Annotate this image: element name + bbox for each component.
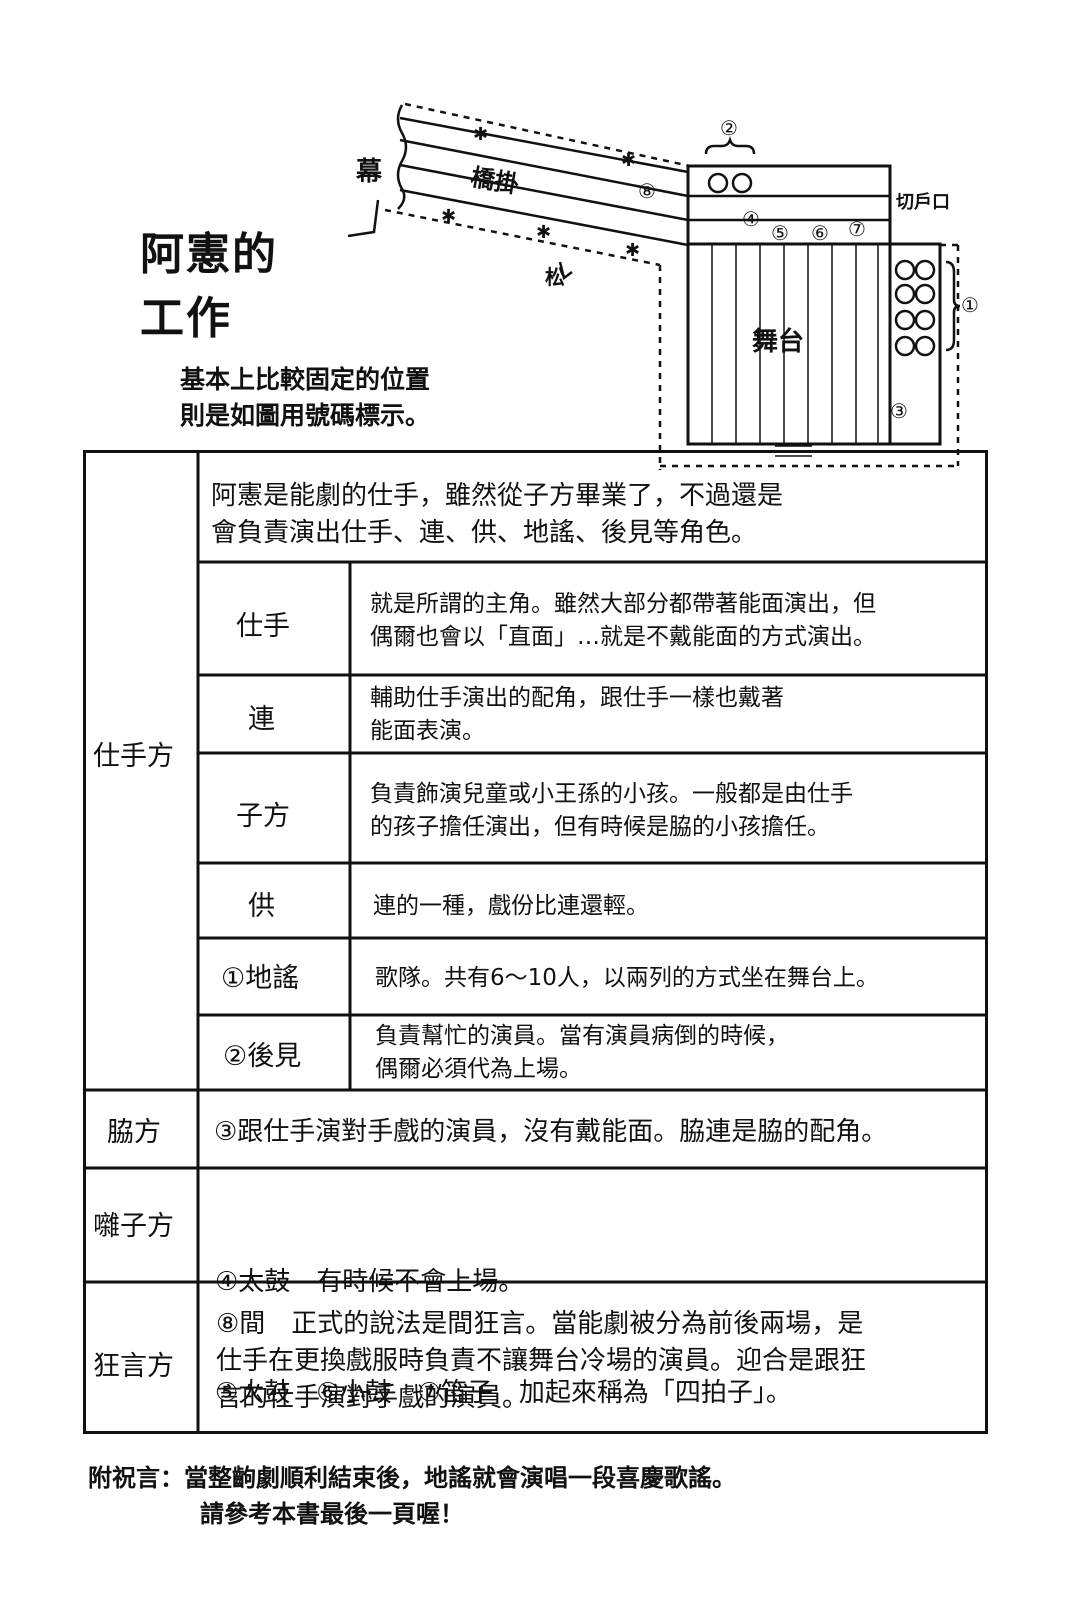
- desc-line: 輔助仕手演出的配角，跟仕手一樣也戴著: [370, 685, 784, 711]
- table-grid: [83, 450, 988, 1434]
- desc-line: 偶爾也會以「直面」…就是不戴能面的方式演出。: [370, 624, 876, 650]
- role-tsure: 連: [248, 704, 275, 735]
- role-tomo: 供: [248, 891, 275, 922]
- desc-line: ⑤大鼓 ⑥小鼓 ⑦笛子 加起來稱為「四拍子」。: [215, 1378, 792, 1408]
- pine-arrow: [558, 261, 573, 281]
- desc-kokata: 負責飾演兒童或小王孫的小孩。一般都是由仕手 的孩子擔任演出，但有時候是脇的小孩擔…: [370, 778, 853, 844]
- intro-text: 阿憲是能劇的仕手，雖然從子方畢業了，不過還是 會負責演出仕手、連、供、地謠、後見…: [211, 478, 783, 552]
- svg-text:✱: ✱: [621, 150, 636, 171]
- desc-kyogen: ⑧間 正式的說法是間狂言。當能劇被分為前後兩場，是 仕手在更換戲服時負責不讓舞台…: [216, 1306, 866, 1417]
- desc-koken: 負責幫忙的演員。當有演員病倒的時候， 偶爾必須代為上場。: [375, 1020, 789, 1086]
- chorus-members: [894, 259, 936, 357]
- desc-line: ④太鼓 有時候不會上場。: [215, 1267, 525, 1297]
- bridge-rail-1: [399, 116, 689, 174]
- stage-label: 舞台: [752, 326, 804, 357]
- door-label: 切戶口: [896, 191, 950, 213]
- footer-note-line1: 附祝言：當整齣劇順利結束後，地謠就會演唱一段喜慶歌謠。: [88, 1464, 736, 1492]
- subtitle-line2: 則是如圖用號碼標示。: [180, 401, 431, 430]
- curtain-line: [396, 104, 408, 210]
- category-hayashi: 囃子方: [93, 1211, 174, 1242]
- intro-line-2: 會負責演出仕手、連、供、地謠、後見等角色。: [211, 518, 758, 548]
- svg-text:✱: ✱: [441, 206, 456, 227]
- marker-1: ①: [961, 293, 979, 317]
- desc-line: 言的仕手演對手戲的演員。: [216, 1383, 529, 1413]
- desc-shite: 就是所謂的主角。雖然大部分都帶著能面演出，但 偶爾也會以「直面」…就是不戴能面的…: [370, 588, 876, 654]
- koken-brace: [704, 136, 756, 155]
- bridge-rail-2: [399, 138, 689, 198]
- role-kokata: 子方: [236, 801, 290, 832]
- desc-jiutai: 歌隊。共有6～10人，以兩列的方式坐在舞台上。: [375, 962, 879, 995]
- chorus-brace: [945, 260, 961, 352]
- desc-line: ⑧間 正式的說法是間狂言。當能劇被分為前後兩場，是: [216, 1309, 864, 1339]
- desc-line: 能面表演。: [370, 718, 485, 744]
- role-shite: 仕手: [236, 611, 290, 642]
- intro-line-1: 阿憲是能劇的仕手，雖然從子方畢業了，不過還是: [211, 481, 784, 511]
- bridge-rail-4: [399, 188, 689, 247]
- desc-hayashi: ④太鼓 有時候不會上場。 ⑤大鼓 ⑥小鼓 ⑦笛子 加起來稱為「四拍子」。: [215, 1190, 792, 1486]
- desc-line: 偶爾必須代為上場。: [375, 1056, 582, 1082]
- marker-4: ④: [742, 207, 760, 231]
- marker-2: ②: [720, 116, 738, 140]
- bridge-dash-top: [404, 102, 691, 168]
- role-jiutai: ①地謠: [221, 963, 300, 994]
- footer-note-line2: 請參考本書最後一頁喔！: [200, 1500, 464, 1528]
- desc-line: ③跟仕手演對手戲的演員，沒有戴能面。脇連是脇的配角。: [214, 1117, 888, 1147]
- marker-5: ⑤: [771, 221, 789, 245]
- category-kyogen: 狂言方: [93, 1351, 174, 1382]
- role-koken: ②後見: [223, 1041, 302, 1072]
- page-title-line2: 工作: [140, 293, 232, 344]
- svg-text:✱: ✱: [625, 240, 640, 261]
- curtain-label: 幕: [355, 157, 383, 187]
- desc-line: 仕手在更換戲服時負責不讓舞台冷場的演員。迎合是跟狂: [216, 1346, 867, 1376]
- desc-line: 就是所謂的主角。雖然大部分都帶著能面演出，但: [370, 591, 876, 617]
- desc-waki: ③跟仕手演對手戲的演員，沒有戴能面。脇連是脇的配角。: [214, 1114, 887, 1151]
- desc-line: 負責幫忙的演員。當有演員病倒的時候，: [375, 1023, 789, 1049]
- category-shite: 仕手方: [93, 741, 174, 772]
- marker-6: ⑥: [811, 221, 829, 245]
- pine-trees: ✱ ✱ ✱ ✱ ✱: [441, 124, 640, 261]
- desc-tsure: 輔助仕手演出的配角，跟仕手一樣也戴著 能面表演。: [370, 682, 784, 748]
- chorus-area: [888, 242, 942, 446]
- bridge-dash-bottom: [384, 208, 661, 267]
- category-waki: 脇方: [107, 1117, 161, 1148]
- desc-line: 連的一種，戲份比連還輕。: [373, 893, 649, 919]
- svg-text:✱: ✱: [473, 124, 488, 145]
- marker-8: ⑧: [638, 179, 656, 203]
- stage-planks: [711, 244, 879, 444]
- koken-members: [707, 172, 753, 194]
- subtitle-line1: 基本上比較固定的位置: [180, 365, 431, 394]
- svg-text:✱: ✱: [536, 222, 551, 243]
- marker-3: ③: [890, 399, 908, 423]
- pine-label: 松: [545, 265, 565, 289]
- role-table: 阿憲是能劇的仕手，雖然從子方畢業了，不過還是 會負責演出仕手、連、供、地謠、後見…: [83, 450, 988, 1434]
- desc-line: 負責飾演兒童或小王孫的小孩。一般都是由仕手: [370, 781, 853, 807]
- bridge-rail-3: [399, 163, 689, 222]
- desc-line: 歌隊。共有6～10人，以兩列的方式坐在舞台上。: [375, 965, 879, 991]
- page-title-line1: 阿憲的: [140, 229, 278, 280]
- curtain-lower-stub: [347, 199, 380, 238]
- desc-line: 的孩子擔任演出，但有時候是脇的小孩擔任。: [370, 814, 830, 840]
- desc-tomo: 連的一種，戲份比連還輕。: [373, 890, 649, 923]
- position-markers: ① ② ③ ④ ⑤ ⑥ ⑦ ⑧: [638, 116, 979, 423]
- stage-diagram: ✱ ✱ ✱ ✱ ✱ 幕 橋掛 松 切戶口 舞台 ① ② ③ ④ ⑤ ⑥ ⑦ ⑧: [347, 102, 979, 470]
- bridge-label: 橋掛: [469, 163, 521, 199]
- marker-7: ⑦: [848, 217, 866, 241]
